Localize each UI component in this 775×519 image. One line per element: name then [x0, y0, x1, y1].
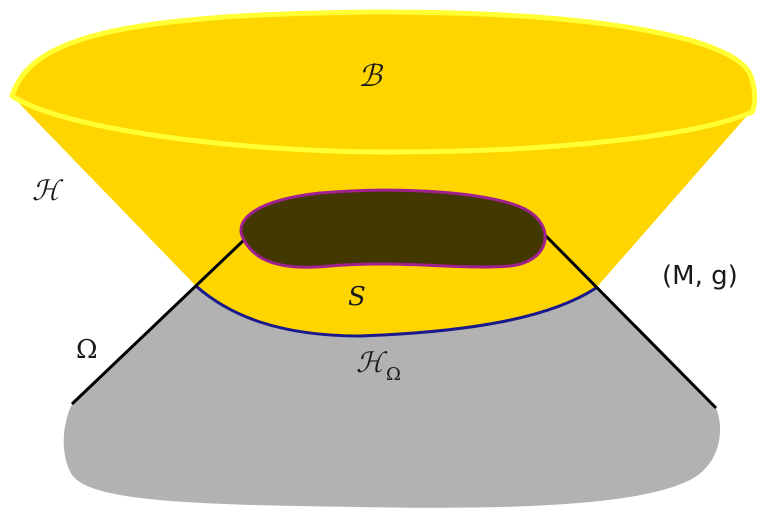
boundary-surface — [9, 9, 758, 155]
label-spacetime: (M, g) — [662, 261, 738, 291]
label-surface-s: S — [348, 282, 366, 312]
horizon-omega-curve — [195, 284, 597, 338]
label-horizon-h: ℋ — [32, 174, 64, 207]
label-boundary-b: ℬ — [358, 59, 384, 94]
omega-region — [63, 286, 721, 508]
label-horizon-omega-base: ℋ — [356, 346, 388, 379]
omega-left-edge — [70, 238, 246, 406]
omega-right-edge — [540, 230, 718, 410]
label-omega: Ω — [76, 335, 98, 365]
surface-s — [239, 188, 547, 269]
label-horizon-omega-sub: Ω — [386, 364, 401, 385]
label-horizon-omega: ℋ Ω — [356, 346, 401, 385]
